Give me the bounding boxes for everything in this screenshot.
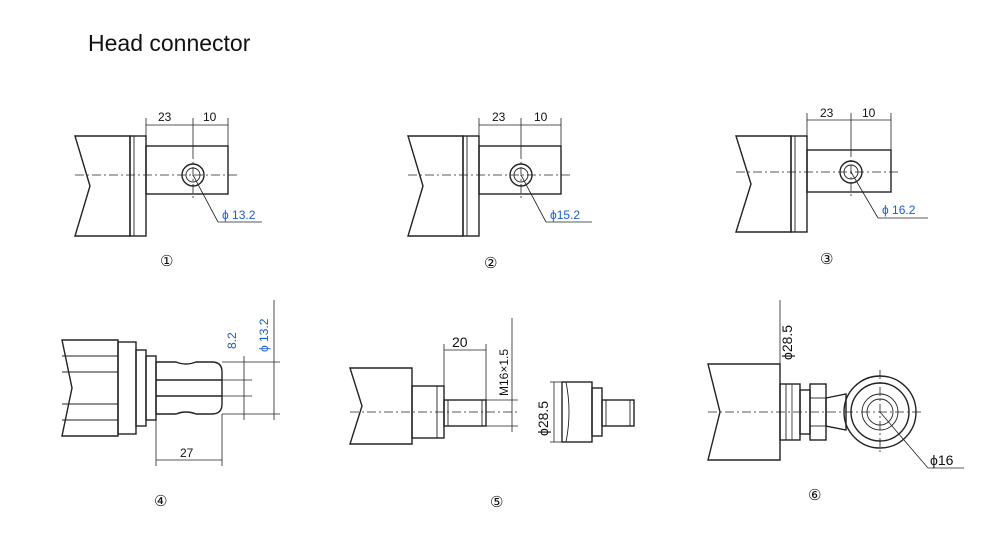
v4-diameter: ϕ 13.2 — [257, 318, 271, 352]
variant-4-drawing — [61, 300, 280, 466]
v2-hole-diameter: ϕ15.2 — [550, 208, 580, 222]
page-title: Head connector — [88, 30, 251, 56]
variant-1-drawing — [74, 118, 262, 237]
v6-eye-diameter: ϕ16 — [930, 452, 954, 468]
variant-2-drawing — [407, 118, 592, 237]
v3-dim-b: 10 — [862, 106, 876, 120]
v1-marker: ① — [160, 252, 173, 270]
v2-marker: ② — [484, 254, 497, 272]
v6-diameter: ϕ28.5 — [779, 325, 795, 360]
v4-slot-width: 8.2 — [225, 332, 239, 349]
v2-dim-b: 10 — [534, 110, 548, 124]
v6-marker: ⑥ — [808, 486, 821, 504]
variant-3-drawing — [735, 113, 928, 233]
v4-length: 27 — [180, 446, 194, 460]
v1-dim-a: 23 — [158, 110, 172, 124]
v5-length: 20 — [452, 334, 468, 350]
v5-diameter: ϕ28.5 — [535, 401, 551, 436]
v4-marker: ④ — [154, 492, 167, 510]
v1-dim-b: 10 — [203, 110, 217, 124]
v3-dim-a: 23 — [820, 106, 834, 120]
variant-6-drawing — [707, 300, 964, 469]
v3-hole-diameter: ϕ 16.2 — [882, 203, 916, 217]
v2-dim-a: 23 — [492, 110, 506, 124]
v3-marker: ③ — [820, 250, 833, 268]
variant-5-drawing — [349, 318, 635, 445]
v1-hole-diameter: ϕ 13.2 — [222, 208, 256, 222]
v5-thread: M16×1.5 — [497, 349, 511, 396]
v5-marker: ⑤ — [490, 493, 503, 511]
